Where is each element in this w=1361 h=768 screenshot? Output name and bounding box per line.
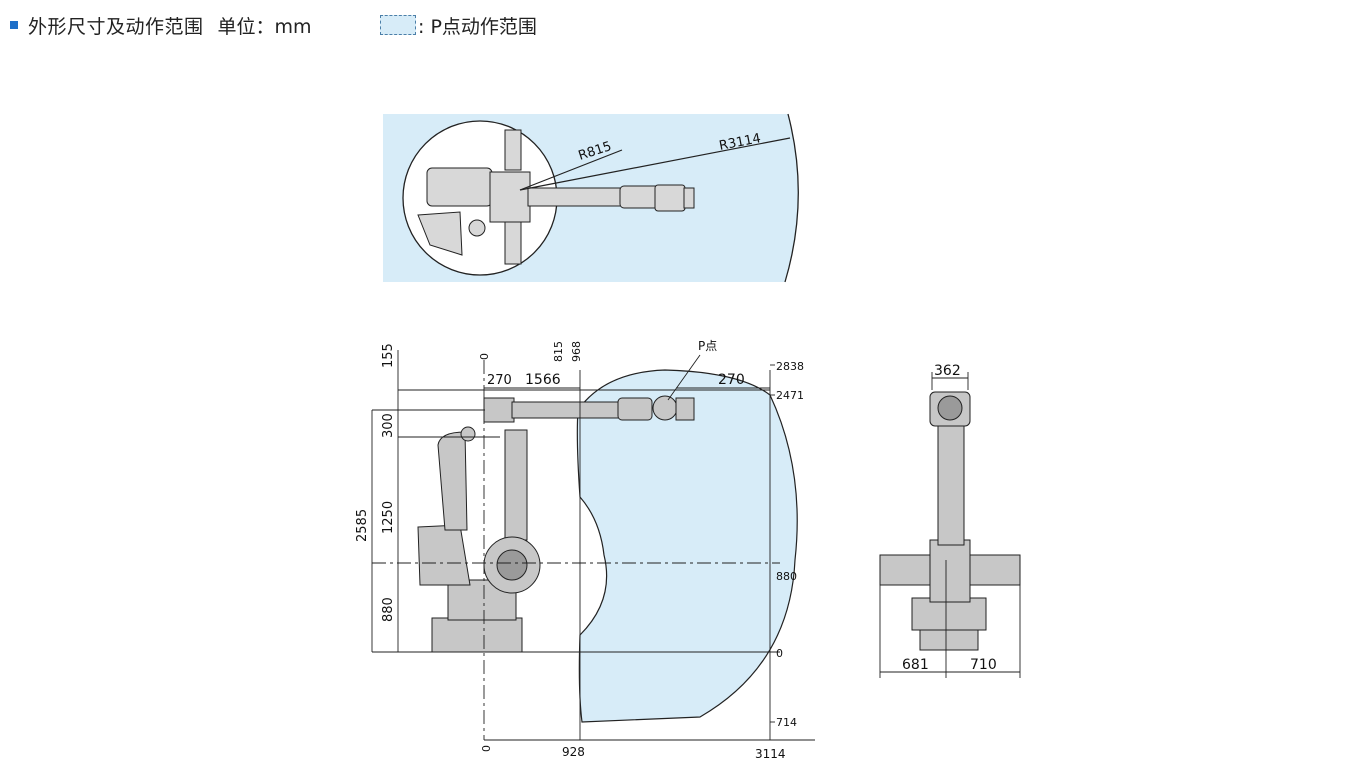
top-dim-270-right: 270 <box>718 372 745 388</box>
top-view: R815 R3114 <box>383 113 799 283</box>
legend-swatch <box>380 15 416 35</box>
left-dim-155: 155 <box>381 343 396 368</box>
side-range-area <box>576 369 798 723</box>
vertical-top-0: 0 <box>478 353 491 360</box>
left-dim-880: 880 <box>381 597 396 622</box>
section-header: 外形尺寸及动作范围 单位：mm <box>10 12 312 38</box>
front-view: 362 681 710 <box>879 363 1021 678</box>
level-2471: 2471 <box>776 389 804 402</box>
vertical-top-815: 815 <box>552 341 565 362</box>
unit-label: 单位：mm <box>217 15 312 38</box>
p-point-label: P点 <box>698 339 717 353</box>
left-dim-300: 300 <box>381 413 396 438</box>
front-width-362: 362 <box>934 363 961 379</box>
bottom-dim-928: 928 <box>562 745 585 759</box>
level-714: 714 <box>776 716 797 729</box>
legend: : P点动作范围 <box>380 13 537 38</box>
section-title: 外形尺寸及动作范围 <box>28 15 204 38</box>
front-width-681: 681 <box>902 657 929 673</box>
top-dim-270-left: 270 <box>487 373 512 388</box>
vertical-top-968: 968 <box>570 341 583 362</box>
left-dim-1250: 1250 <box>381 501 396 534</box>
level-2838: 2838 <box>776 360 804 373</box>
level-0: 0 <box>776 647 783 660</box>
left-dim-2585: 2585 <box>355 509 370 542</box>
bullet-square-icon <box>10 21 18 29</box>
side-view: P点 270 1566 270 0 815 968 155 300 2585 1… <box>355 339 815 761</box>
legend-label: : P点动作范围 <box>418 15 537 38</box>
bottom-dim-0: 0 <box>480 745 493 752</box>
bottom-dim-3114: 3114 <box>755 747 786 761</box>
top-dim-1566: 1566 <box>525 372 561 388</box>
level-880: 880 <box>776 570 797 583</box>
front-width-710: 710 <box>970 657 997 673</box>
